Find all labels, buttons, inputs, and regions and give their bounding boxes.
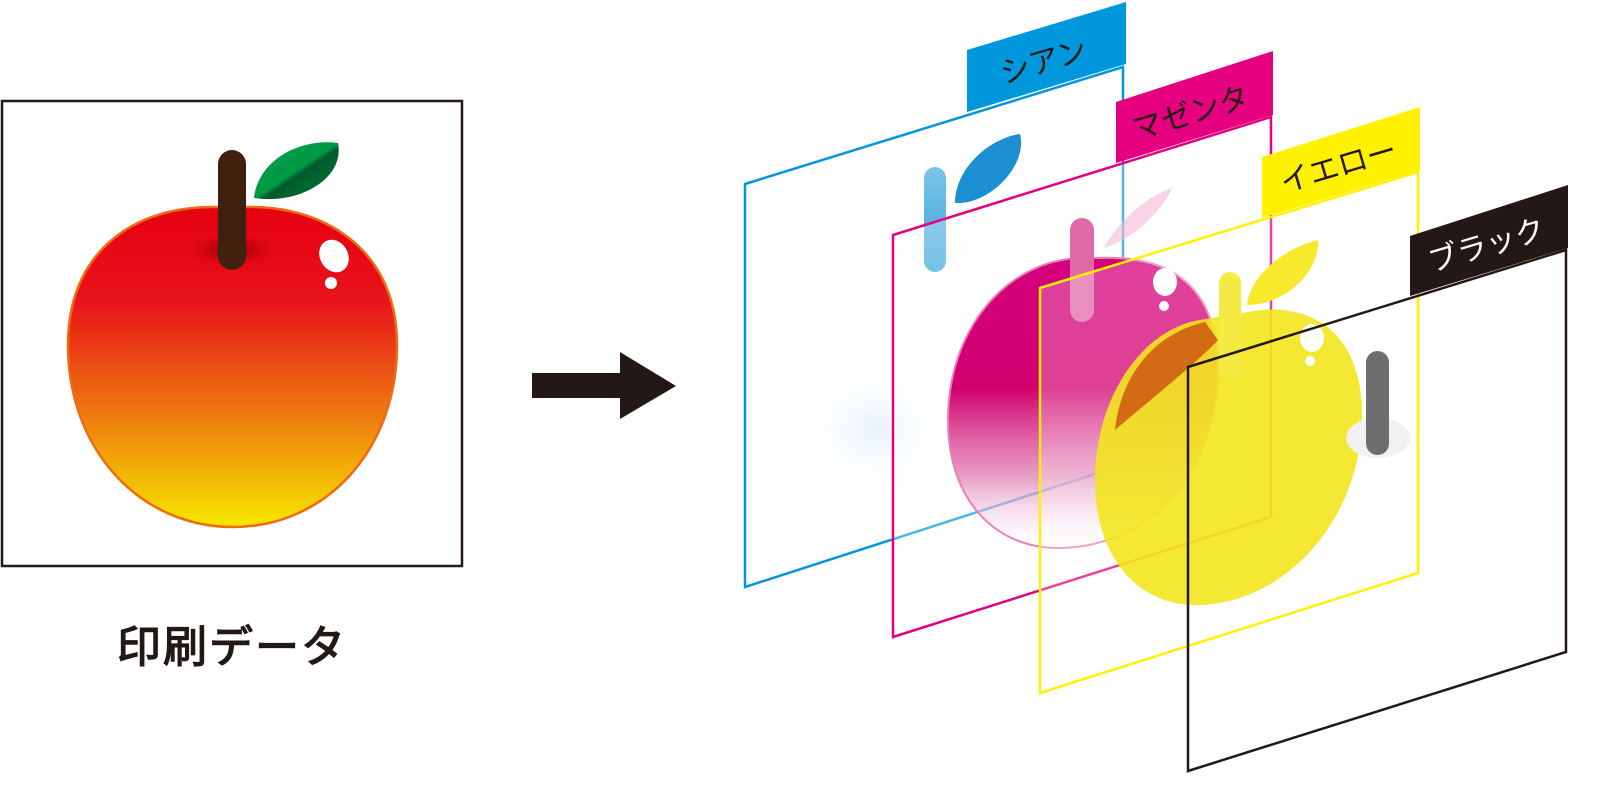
print-data-panel <box>2 101 462 566</box>
apple-stem <box>218 150 246 270</box>
arrow-right-icon <box>532 352 676 419</box>
print-data-label: 印刷データ <box>117 622 347 673</box>
